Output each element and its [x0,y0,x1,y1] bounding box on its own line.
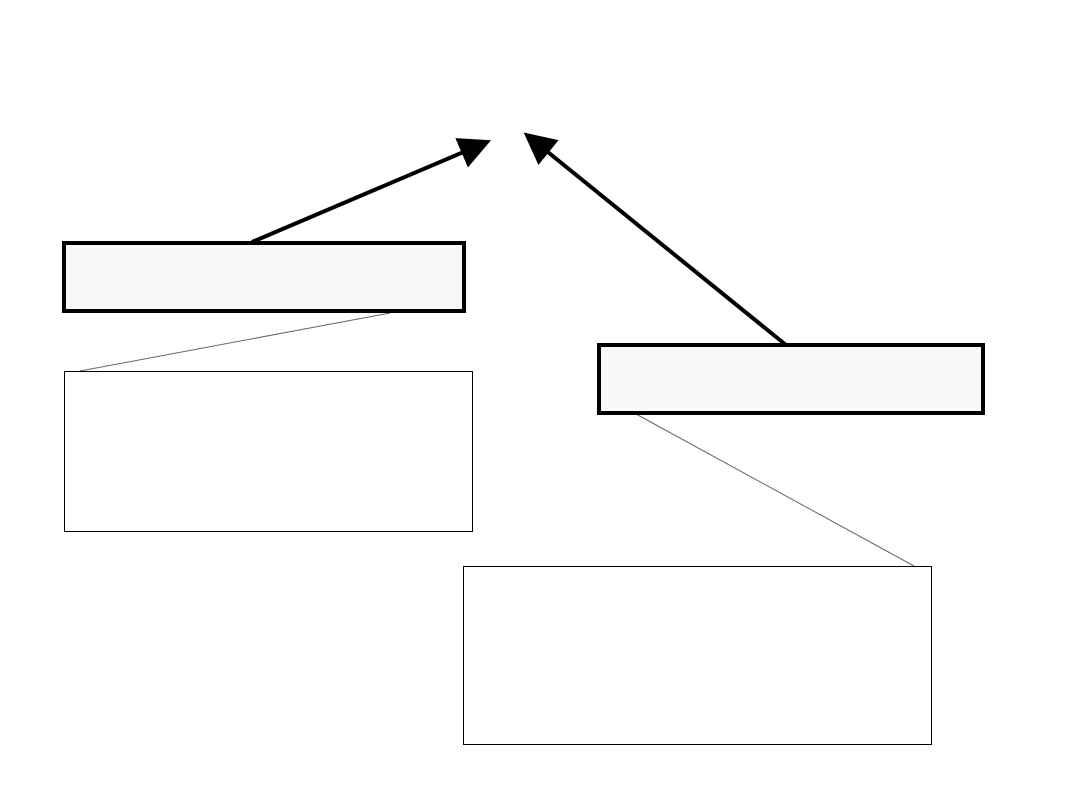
header-box-left [62,241,466,313]
detail-box-left [64,371,473,532]
arrow-left-to-apex [251,138,492,244]
detail-box-right [463,566,932,745]
arrow-right-to-apex [523,132,788,347]
header-box-right [597,343,985,415]
connector-right [635,413,915,567]
connector-left [79,312,391,372]
